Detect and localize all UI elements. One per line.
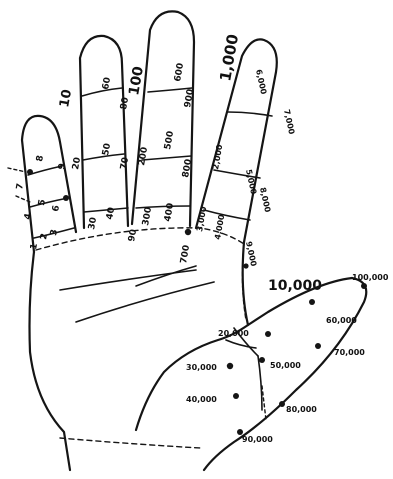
middle-label-900: 900 — [183, 88, 196, 108]
middle-label-300: 300 — [141, 206, 154, 226]
thumb-label-90000: 90,000 — [242, 435, 273, 444]
ring-label-90: 90 — [127, 228, 139, 242]
palm-lines — [60, 266, 262, 410]
middle-label-800: 800 — [181, 158, 194, 178]
ring-label-40: 40 — [105, 206, 117, 220]
thumb-label-70000: 70,000 — [334, 348, 365, 357]
thumb-label-60000: 60,000 — [326, 316, 357, 325]
index-label-2000: 2,000 — [211, 143, 224, 170]
index-label-7000: 7,000 — [282, 109, 296, 136]
middle-label-500: 500 — [163, 130, 176, 150]
index-label-8000: 8,000 — [258, 187, 272, 214]
middle-label-400: 400 — [163, 202, 176, 222]
thumb-label-10000: 10,000 — [268, 278, 322, 294]
thumb-label-100000: 100,000 — [352, 273, 389, 282]
little-label-9: 9 — [57, 163, 68, 171]
little-label-3: 3 — [49, 229, 60, 237]
little-label-5: 5 — [37, 199, 48, 207]
little-finger-labels: 1 2 3 4 5 6 7 8 9 — [15, 155, 68, 251]
index-label-6000: 6,000 — [254, 69, 268, 96]
ring-label-20: 20 — [71, 156, 83, 170]
thumb-label-40000: 40,000 — [186, 395, 217, 404]
middle-label-600: 600 — [173, 62, 186, 82]
thumb-label-20000: 20,000 — [218, 329, 249, 338]
little-label-7: 7 — [15, 183, 26, 191]
thumb-labels: 10,000 20,000 30,000 40,000 50,000 60,00… — [186, 273, 389, 444]
little-label-8: 8 — [35, 155, 46, 163]
thumb-label-50000: 50,000 — [270, 361, 301, 370]
index-label-4000: 4,000 — [213, 213, 226, 240]
ring-label-30: 30 — [87, 216, 99, 230]
ring-label-70: 70 — [119, 156, 131, 170]
thumb-label-30000: 30,000 — [186, 363, 217, 372]
ring-label-50: 50 — [101, 142, 113, 156]
middle-label-200: 200 — [137, 146, 150, 166]
index-label-3000: 3,000 — [195, 205, 208, 232]
thumb-label-80000: 80,000 — [286, 405, 317, 414]
ring-label-10: 10 — [57, 88, 75, 108]
ring-label-60: 60 — [101, 76, 113, 90]
little-label-4: 4 — [23, 213, 34, 221]
little-label-6: 6 — [51, 205, 62, 213]
little-label-1: 1 — [29, 243, 40, 251]
ring-label-80: 80 — [119, 96, 131, 110]
middle-label-700: 700 — [179, 244, 192, 264]
index-label-1000: 1,000 — [216, 33, 242, 83]
